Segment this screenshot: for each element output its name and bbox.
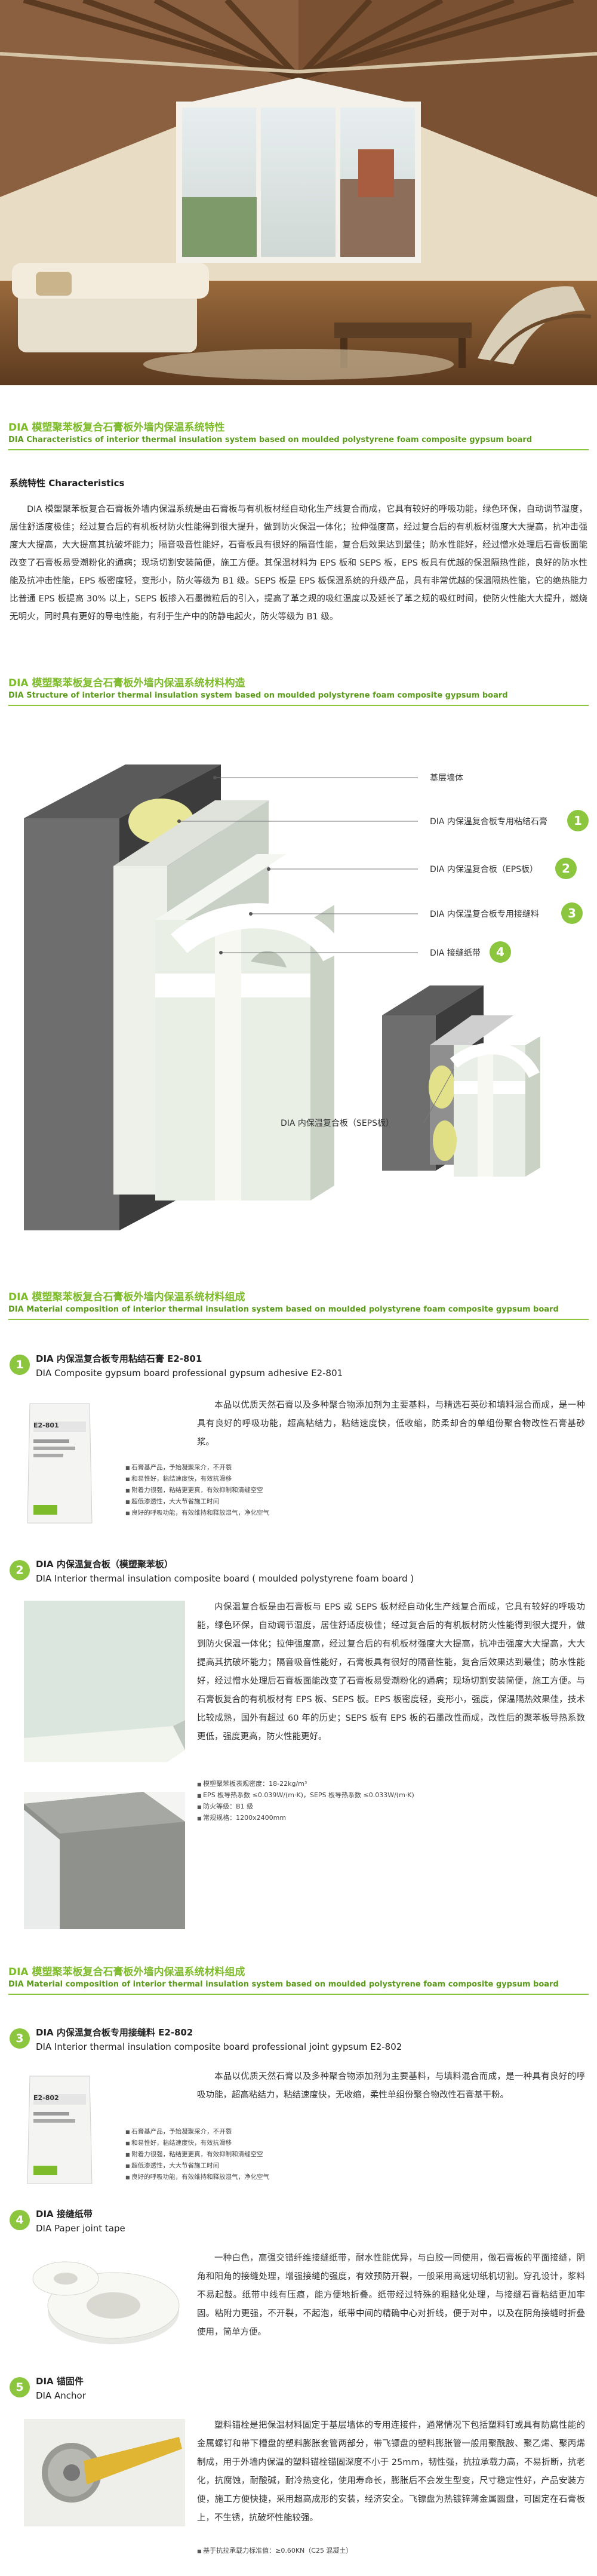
item-number-3: 3 <box>10 2028 30 2049</box>
bullet: EPS 板导热系数 ≤0.039W/(m·K)，SEPS 板导热系数 ≤0.03… <box>197 1790 585 1801</box>
item-title-cn: DIA 锚固件 <box>36 2376 84 2387</box>
bullet: 附着力很强，粘结更更真，有效抑制和清缝空空 <box>125 1485 322 1496</box>
label-number-3: 3 <box>561 902 583 924</box>
anchor-image <box>24 2419 185 2526</box>
attic-living-room-illustration <box>0 0 597 385</box>
bullet: 超低渗透性，大大节省施工时间 <box>125 1496 322 1507</box>
section-title-cn: DIA 模塑聚苯板复合石膏板外墙内保温系统材料构造 <box>8 677 245 689</box>
item-title-en: DIA Paper joint tape <box>36 2223 125 2234</box>
item-1-description: 本品以优质天然石膏以及多种聚合物添加剂为主要基料，与精选石英砂和填料混合而成，是… <box>197 1401 585 1447</box>
item-number-4: 4 <box>10 2210 30 2230</box>
item-number-2: 2 <box>10 1560 30 1580</box>
section-materials-header: DIA 模塑聚苯板复合石膏板外墙内保温系统材料组成 DIA Material c… <box>8 1290 589 1320</box>
section-characteristics-header: DIA 模塑聚苯板复合石膏板外墙内保温系统特性 DIA Characterist… <box>8 420 589 450</box>
section-materials-header-2: DIA 模塑聚苯板复合石膏板外墙内保温系统材料组成 DIA Material c… <box>8 1965 589 1995</box>
structure-diagram: 基层墙体 DIA 内保温复合板专用粘结石膏 1 DIA 内保温复合板（EPS板）… <box>0 764 597 1242</box>
item-1-bullets: 石膏基产品，予始凝聚采介，不开裂 和易性好，粘结速度快，有效抗滑移 附着力很强，… <box>125 1462 322 1519</box>
wall-layers-illustration <box>24 764 540 1230</box>
bag-product-code: E2-802 <box>33 2094 59 2102</box>
item-title-en: DIA Interior thermal insulation composit… <box>36 2041 402 2052</box>
composite-board-image-1 <box>24 1601 185 1762</box>
item-title-cn: DIA 接缝纸带 <box>36 2209 93 2219</box>
bullet: 常规规格：1200x2400mm <box>197 1813 585 1824</box>
label-seps-board: DIA 内保温复合板（SEPS板） <box>281 1119 394 1128</box>
section-title-en: DIA Characteristics of interior thermal … <box>8 435 533 444</box>
item-3-bullets: 石膏基产品，予始凝聚采介，不开裂 和易性好，粘结速度快，有效抗滑移 附着力很强，… <box>125 2126 328 2183</box>
section-structure-header: DIA 模塑聚苯板复合石膏板外墙内保温系统材料构造 DIA Structure … <box>8 676 589 706</box>
item-2-description: 内保温复合板是由石膏板与 EPS 或 SEPS 板材经自动化生产线复合而成，它具… <box>197 1602 585 1742</box>
label-number-4: 4 <box>490 941 511 963</box>
bullet: 石膏基产品，予始凝聚采介，不开裂 <box>125 2126 328 2138</box>
bullet: 良好的呼吸功能，有效维持和释放湿气，净化空气 <box>125 1507 322 1519</box>
bullet: 和易性好，粘结速度快，有效抗滑移 <box>125 2138 328 2149</box>
item-title-en: DIA Composite gypsum board professional … <box>36 1368 343 1378</box>
item-5-description: 塑料锚栓是把保温材料固定于基层墙体的专用连接件，通常情况下包括塑料钉或具有防腐性… <box>197 2421 585 2523</box>
joint-compound-bag-image: E2-802 <box>24 2070 96 2190</box>
adhesive-bag-image: E2-801 <box>24 1398 96 1529</box>
item-2-bullets: 模塑聚苯板表观密度：18-22kg/m³ EPS 板导热系数 ≤0.039W/(… <box>197 1779 585 1824</box>
item-title-en: DIA Anchor <box>36 2390 86 2401</box>
section-title-cn: DIA 模塑聚苯板复合石膏板外墙内保温系统特性 <box>8 422 225 434</box>
item-title-cn: DIA 内保温复合板专用接缝料 E2-802 <box>36 2027 193 2038</box>
bullet: 防火等级：B1 级 <box>197 1801 585 1813</box>
section-title-cn: DIA 模塑聚苯板复合石膏板外墙内保温系统材料组成 <box>8 1966 245 1978</box>
label-eps-board: DIA 内保温复合板（EPS板） <box>430 865 538 874</box>
bullet: 模塑聚苯板表观密度：18-22kg/m³ <box>197 1779 585 1790</box>
item-title-en: DIA Interior thermal insulation composit… <box>36 1573 414 1584</box>
characteristics-subtitle: 系统特性 Characteristics <box>10 478 125 489</box>
item-number-5: 5 <box>10 2377 30 2397</box>
label-number-1: 1 <box>567 810 589 831</box>
bullet: 附着力很强，粘结更更真，有效抑制和清缝空空 <box>125 2149 328 2160</box>
item-number-1: 1 <box>10 1355 30 1375</box>
bullet: 超低渗透性，大大节省施工时间 <box>125 2160 328 2172</box>
label-number-2: 2 <box>555 858 577 879</box>
hero-photo <box>0 0 597 385</box>
bullet: 基于抗拉承载力标准值：≥0.60KN（C25 混凝土） <box>197 2546 585 2557</box>
paper-tape-image <box>24 2252 185 2353</box>
characteristics-paragraph: DIA 模塑聚苯板复合石膏板外墙内保温系统是由石膏板与有机板材经自动化生产线复合… <box>10 505 587 622</box>
bullet: 良好的呼吸功能，有效维持和释放湿气，净化空气 <box>125 2172 328 2183</box>
bullet: 和易性好，粘结速度快，有效抗滑移 <box>125 1473 322 1485</box>
item-title-cn: DIA 内保温复合板专用粘结石膏 E2-801 <box>36 1353 202 1364</box>
item-4-description: 一种白色，高强交错纤维接缝纸带，耐水性能优异，与白胶一同使用，做石膏板的平面接缝… <box>197 2253 585 2337</box>
item-5-bullets: 基于抗拉承载力标准值：≥0.60KN（C25 混凝土） <box>197 2546 585 2557</box>
label-paper-tape: DIA 接缝纸带 <box>430 948 481 958</box>
section-title-en: DIA Material composition of interior the… <box>8 1980 559 1989</box>
section-title-en: DIA Material composition of interior the… <box>8 1305 559 1314</box>
label-adhesive: DIA 内保温复合板专用粘结石膏 <box>430 817 547 827</box>
item-3-description: 本品以优质天然石膏以及多种聚合物添加剂为主要基料，与填料混合而成，是一种具有良好… <box>197 2072 585 2100</box>
composite-board-image-2 <box>24 1792 185 1929</box>
bullet: 石膏基产品，予始凝聚采介，不开裂 <box>125 1462 322 1473</box>
section-title-en: DIA Structure of interior thermal insula… <box>8 691 508 700</box>
label-joint-compound: DIA 内保温复合板专用接缝料 <box>430 910 539 919</box>
item-title-cn: DIA 内保温复合板（模塑聚苯板） <box>36 1559 173 1570</box>
label-base-wall: 基层墙体 <box>430 773 463 783</box>
section-title-cn: DIA 模塑聚苯板复合石膏板外墙内保温系统材料组成 <box>8 1291 245 1303</box>
bag-product-code: E2-801 <box>33 1421 59 1429</box>
